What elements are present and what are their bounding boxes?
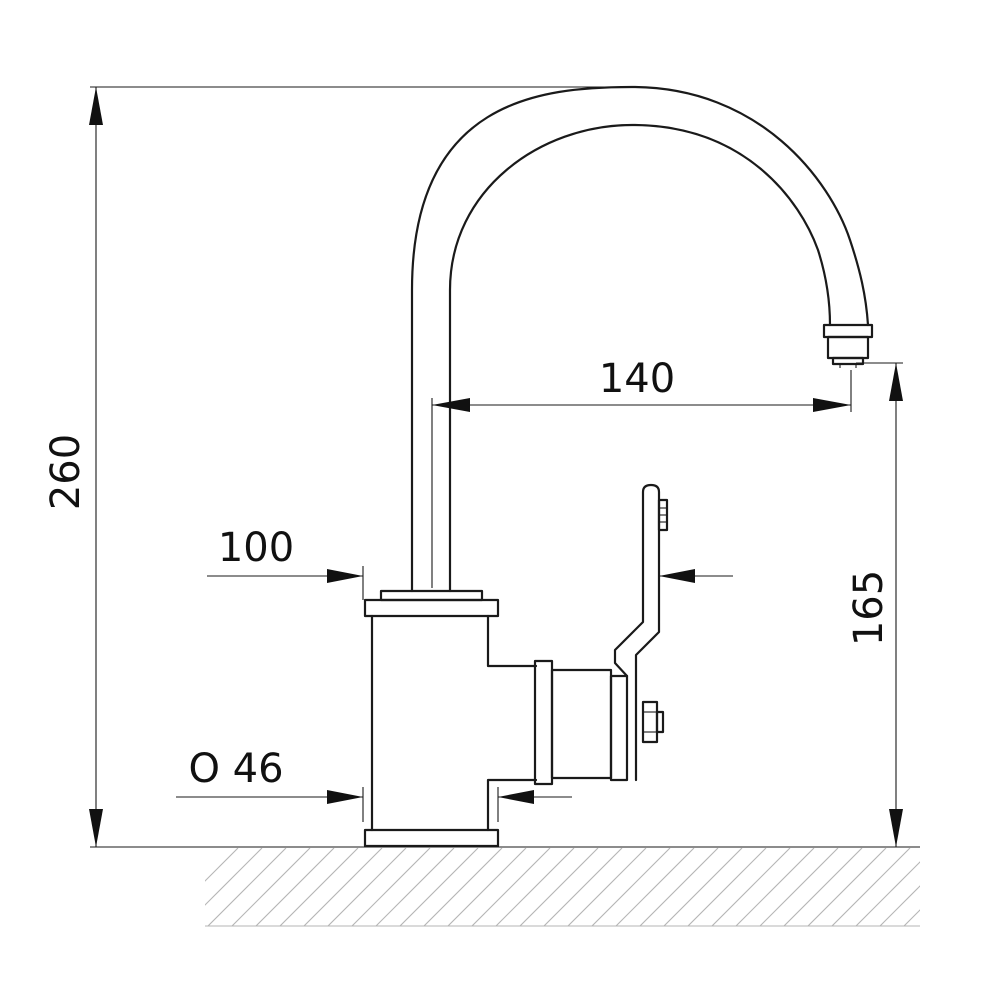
- hatch-line: [205, 848, 263, 906]
- hatch-line: [471, 848, 551, 926]
- hatch-line: [976, 848, 1001, 926]
- hatch-line: [399, 848, 479, 926]
- hatch-line: [928, 848, 1001, 926]
- hatch-line: [567, 848, 647, 926]
- hatch-line: [255, 848, 335, 926]
- hatch-line: [423, 848, 503, 926]
- hatch-line: [205, 848, 239, 882]
- hatch-line: [903, 909, 920, 926]
- handle-lever: [613, 483, 661, 782]
- side-flange: [533, 659, 554, 786]
- hatch-line: [952, 848, 1001, 926]
- hatch-line: [687, 848, 767, 926]
- aerator-outlet: [831, 356, 865, 366]
- faucet-body: [370, 614, 538, 832]
- spout-inner: [448, 123, 832, 593]
- hatch-line: [783, 848, 863, 926]
- hatch-line: [807, 848, 887, 926]
- cartridge-housing: [550, 668, 613, 780]
- aerator-ring: [822, 323, 874, 339]
- hatch-line: [855, 861, 920, 926]
- dimension-handle-clearance: 100: [207, 525, 733, 600]
- hatch-line: [879, 885, 920, 926]
- hatch-line: [711, 848, 791, 926]
- hatch-line: [231, 848, 311, 926]
- hatch-line: [735, 848, 815, 926]
- rear-plate: [609, 674, 629, 782]
- countertop-hatching: [90, 846, 1001, 927]
- aerator-body: [826, 335, 870, 360]
- outlet-height-label: 165: [846, 570, 892, 646]
- hatch-line: [519, 848, 599, 926]
- dimension-spout-reach: 140: [431, 356, 852, 588]
- hatch-line: [375, 848, 455, 926]
- hatch-line: [495, 848, 575, 926]
- hatch-line: [303, 848, 383, 926]
- hatch-line: [759, 848, 839, 926]
- handle-clearance-label: 100: [218, 525, 294, 571]
- hatch-line: [207, 848, 287, 926]
- base-plate: [363, 828, 500, 848]
- hatch-line: [543, 848, 623, 926]
- hatch-line: [327, 848, 407, 926]
- hatch-line: [615, 848, 695, 926]
- spout-reach-label: 140: [599, 356, 675, 402]
- fixing-screw: [641, 700, 659, 744]
- dimension-outlet-height: 165: [846, 362, 903, 847]
- dimension-base-diameter: O 46: [176, 746, 572, 822]
- hatch-line: [639, 848, 719, 926]
- dimension-total-height: 260: [43, 86, 632, 847]
- total-height-label: 260: [43, 434, 89, 510]
- hatch-line: [447, 848, 527, 926]
- base-diameter-label: O 46: [188, 746, 283, 792]
- hatch-line: [351, 848, 431, 926]
- hatch-line: [279, 848, 359, 926]
- top-plate: [363, 598, 500, 618]
- hatch-line: [663, 848, 743, 926]
- spout-outer: [410, 85, 870, 593]
- faucet-outline: [363, 85, 874, 848]
- hatch-line: [591, 848, 671, 926]
- hatch-line: [831, 848, 911, 926]
- spout-cap: [379, 589, 484, 602]
